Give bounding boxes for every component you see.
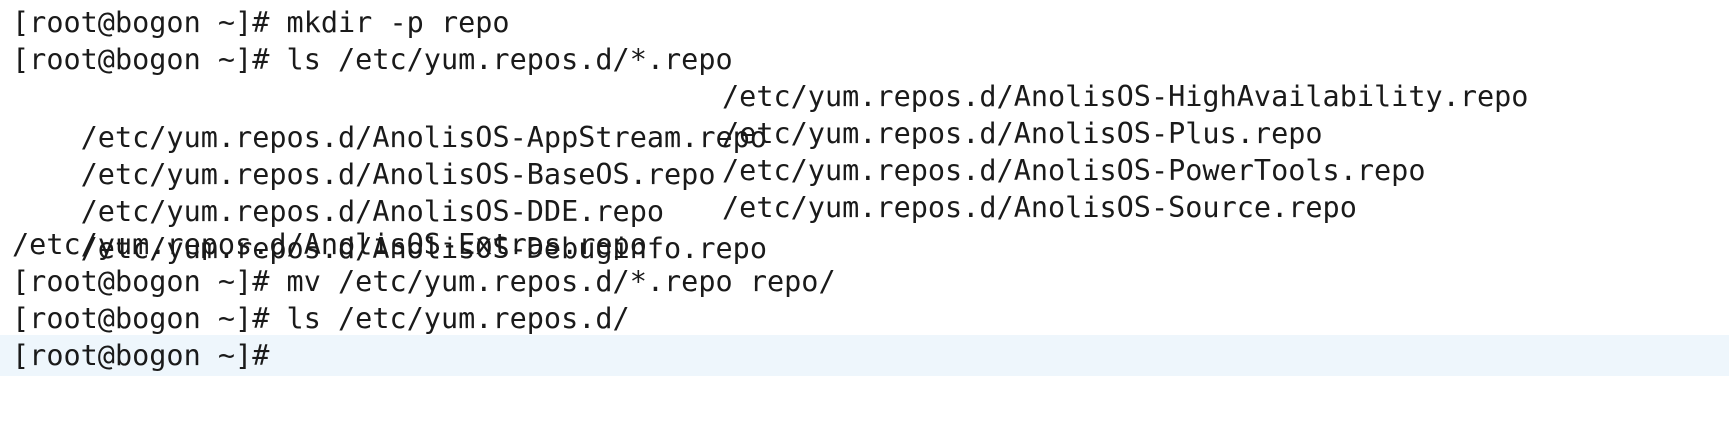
output-column-2: /etc/yum.repos.d/AnolisOS-HighAvailabili… [722, 80, 1529, 113]
terminal-output-line: /etc/yum.repos.d/AnolisOS-BaseOS.repo /e… [0, 113, 1729, 191]
terminal-prompt-current[interactable]: [root@bogon ~]# [0, 335, 1729, 376]
terminal-output-line: /etc/yum.repos.d/AnolisOS-DDE.repo /etc/… [0, 150, 1729, 228]
terminal-line: [root@bogon ~]# ls /etc/yum.repos.d/ [12, 302, 630, 335]
output-column-1: /etc/yum.repos.d/AnolisOS-DDE.repo [80, 195, 665, 228]
output-column-1: /etc/yum.repos.d/AnolisOS-BaseOS.repo [80, 158, 716, 191]
output-column-1: /etc/yum.repos.d/AnolisOS-AppStream.repo [80, 121, 767, 154]
output-column-1: /etc/yum.repos.d/AnolisOS-Debuginfo.repo [80, 232, 767, 265]
terminal-line: [root@bogon ~]# ls /etc/yum.repos.d/*.re… [12, 43, 733, 76]
terminal-output-line: /etc/yum.repos.d/AnolisOS-Extras.repo [12, 228, 647, 261]
terminal-line: [root@bogon ~]# mkdir -p repo [12, 6, 510, 39]
output-column-2: /etc/yum.repos.d/AnolisOS-Plus.repo [722, 117, 1323, 150]
terminal-output-line: /etc/yum.repos.d/AnolisOS-Debuginfo.repo… [0, 187, 1729, 265]
terminal-output-line: /etc/yum.repos.d/AnolisOS-AppStream.repo… [0, 76, 1729, 154]
terminal-line: [root@bogon ~]# mv /etc/yum.repos.d/*.re… [12, 265, 836, 298]
output-column-2: /etc/yum.repos.d/AnolisOS-PowerTools.rep… [722, 154, 1426, 187]
output-column-2: /etc/yum.repos.d/AnolisOS-Source.repo [722, 191, 1357, 224]
